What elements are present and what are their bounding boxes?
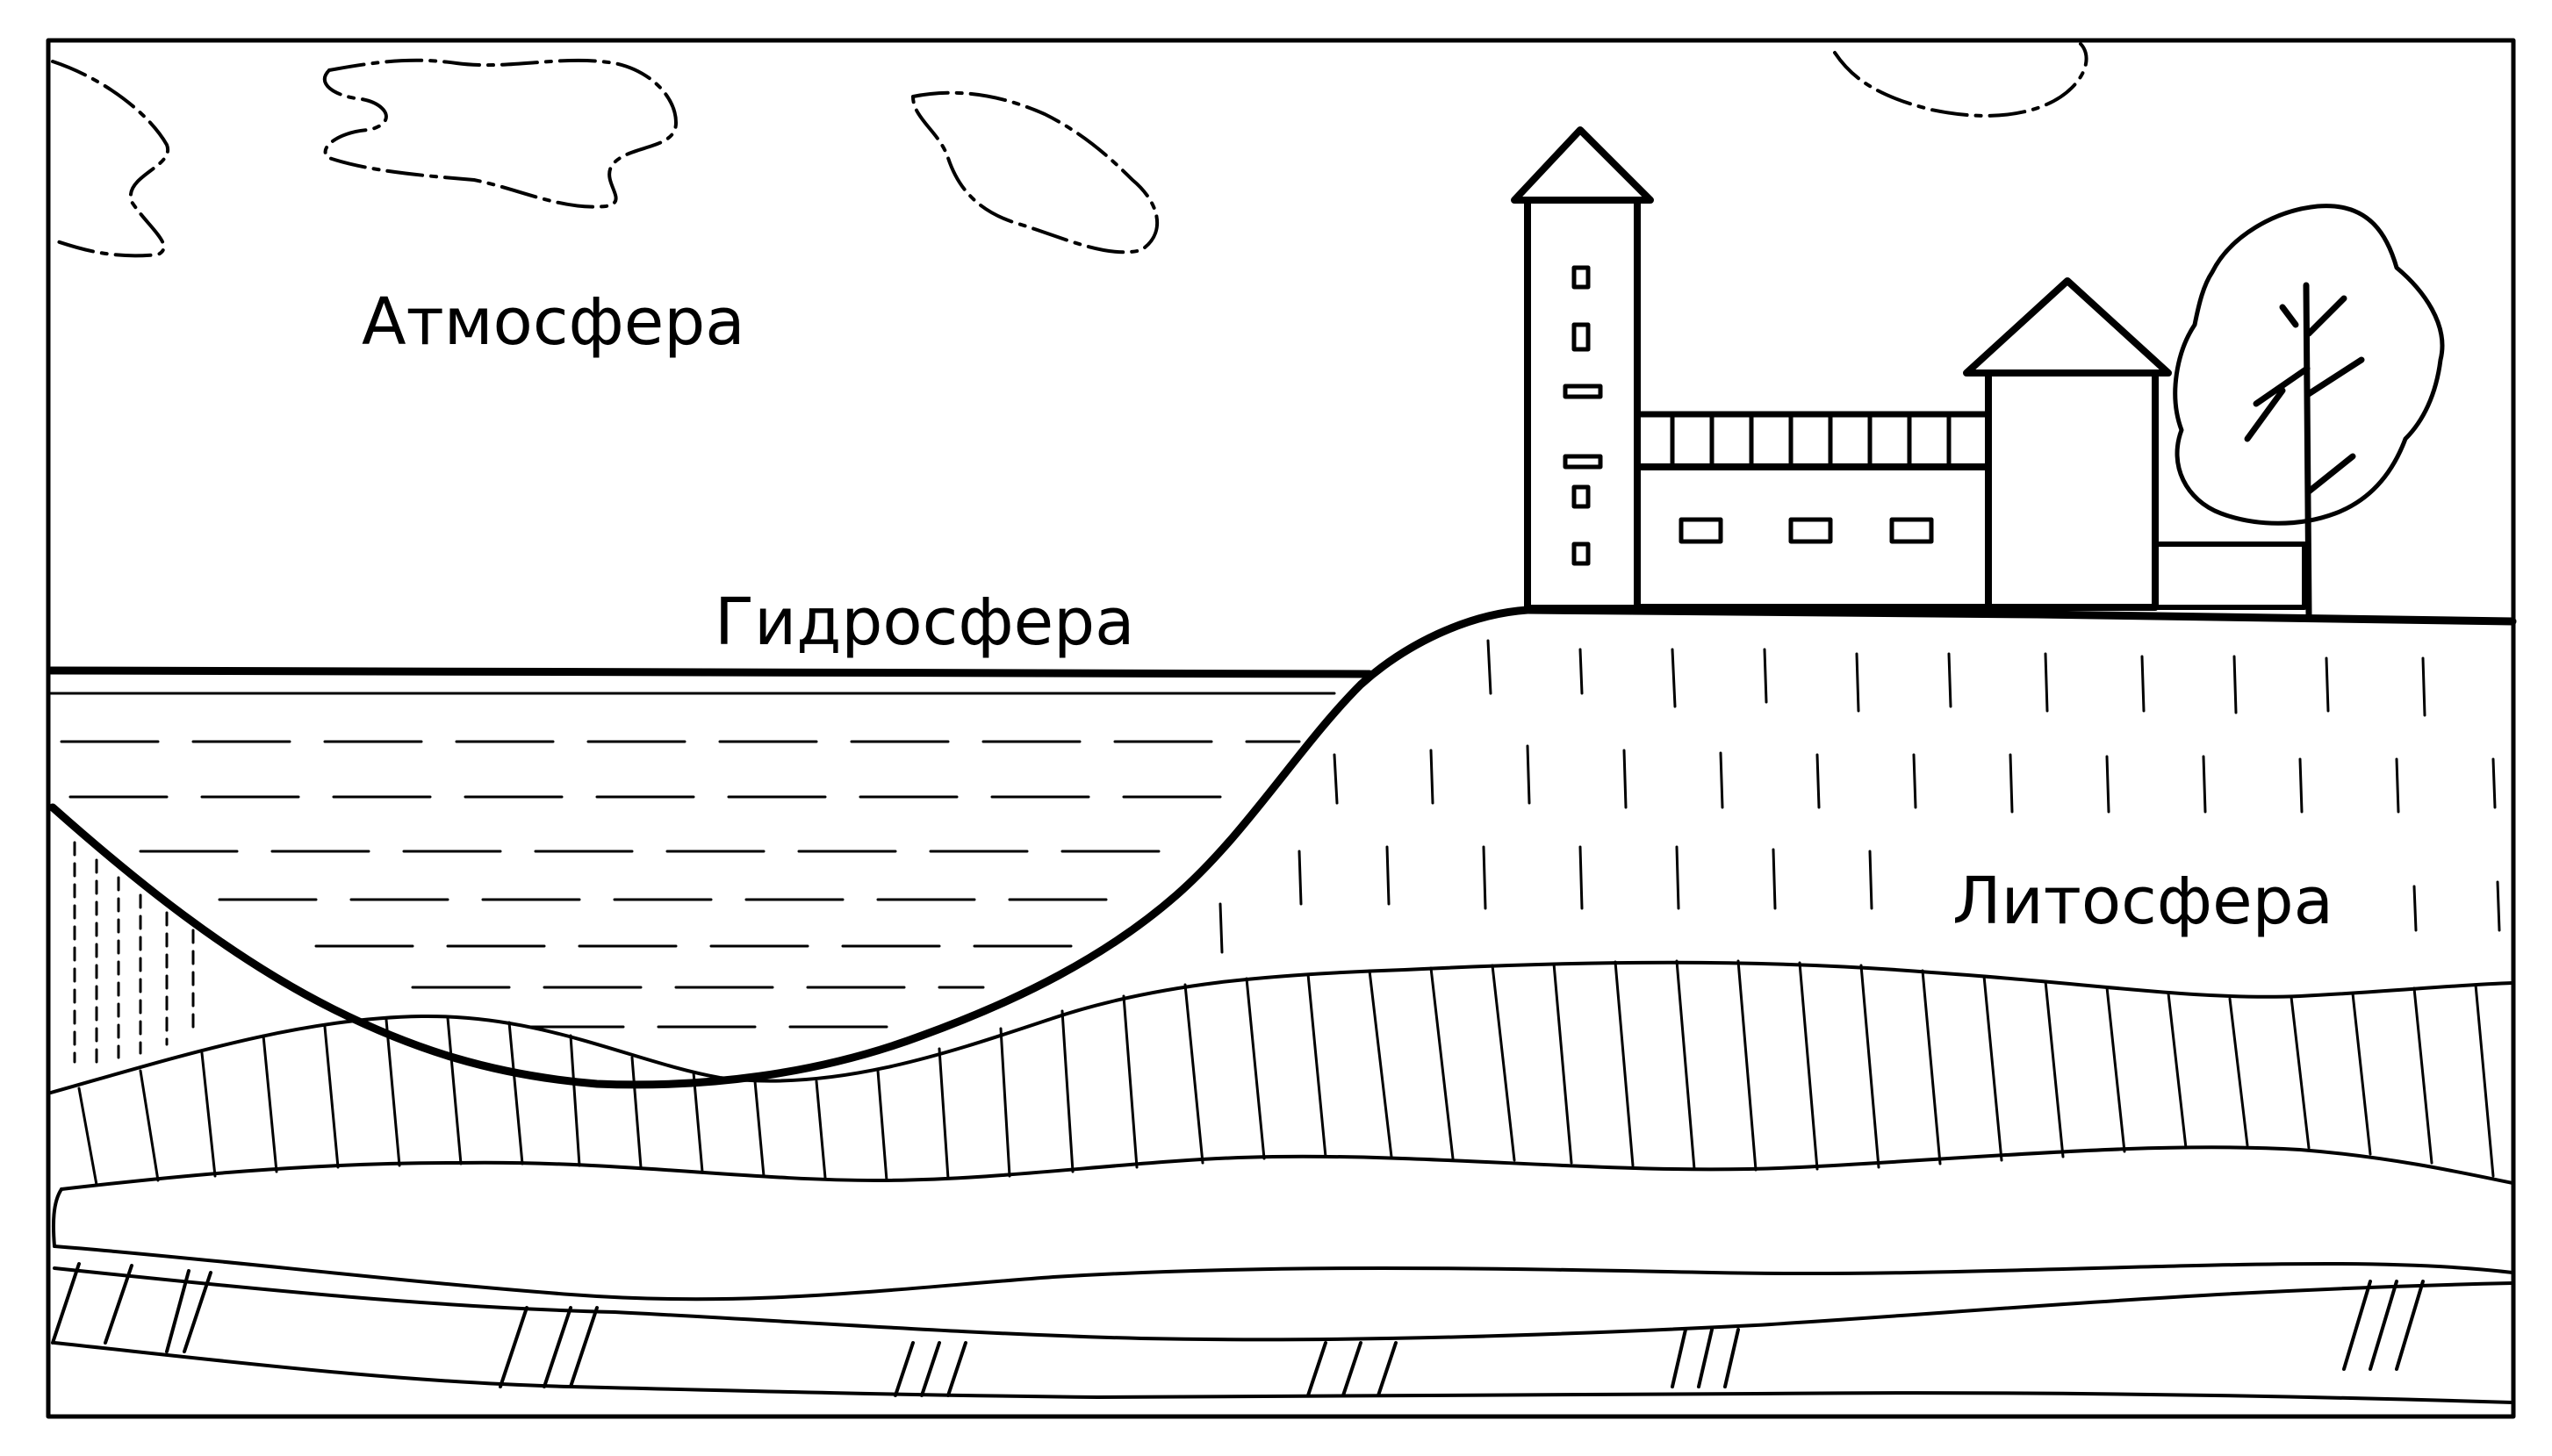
cloud-center (911, 90, 1159, 255)
gallery (1634, 411, 1992, 470)
deep-layer-bottom (53, 1341, 2514, 1404)
tree (2173, 204, 2445, 618)
lithosphere-label: Литосфера (1952, 864, 2333, 939)
tower-roof (1511, 126, 1654, 204)
deep-layer-hatching (51, 1262, 2425, 1397)
tower-body (1524, 197, 1641, 612)
crust-layer-top (49, 960, 2514, 1094)
cloud-group (51, 42, 2088, 258)
gallery-bars (1670, 412, 1952, 470)
seabed-line (48, 606, 1532, 1089)
mantle-band-bottom (53, 1244, 2514, 1302)
tower-windows (1563, 265, 1603, 566)
land-surface (1523, 606, 2517, 626)
sea-surface (47, 666, 1374, 695)
cloud-left (51, 60, 170, 258)
mantle-band-left-edge (51, 1187, 63, 1248)
left-wall-hatching (73, 841, 195, 1064)
cloud-right (1833, 42, 2088, 118)
atmosphere-label: Атмосфера (362, 284, 745, 360)
crust-hatching (77, 959, 2495, 1187)
tree-trunk (2244, 282, 2365, 618)
fence (2153, 542, 2307, 610)
tree-crown (2173, 204, 2445, 526)
castle (1511, 126, 2307, 612)
second-tower-roof (1963, 277, 2172, 377)
frame-border (46, 38, 2516, 1419)
wall-body (1634, 463, 1992, 611)
wall-windows (1679, 517, 1934, 544)
second-tower-body (1985, 369, 2159, 611)
lithosphere-hatching (1218, 639, 2501, 954)
crust-layer-bottom (60, 1145, 2514, 1191)
hydrosphere-label: Гидросфера (715, 585, 1135, 660)
water-dashes (60, 740, 1301, 1029)
deep-layer-top (53, 1266, 2514, 1342)
cloud-left-center (322, 58, 678, 209)
